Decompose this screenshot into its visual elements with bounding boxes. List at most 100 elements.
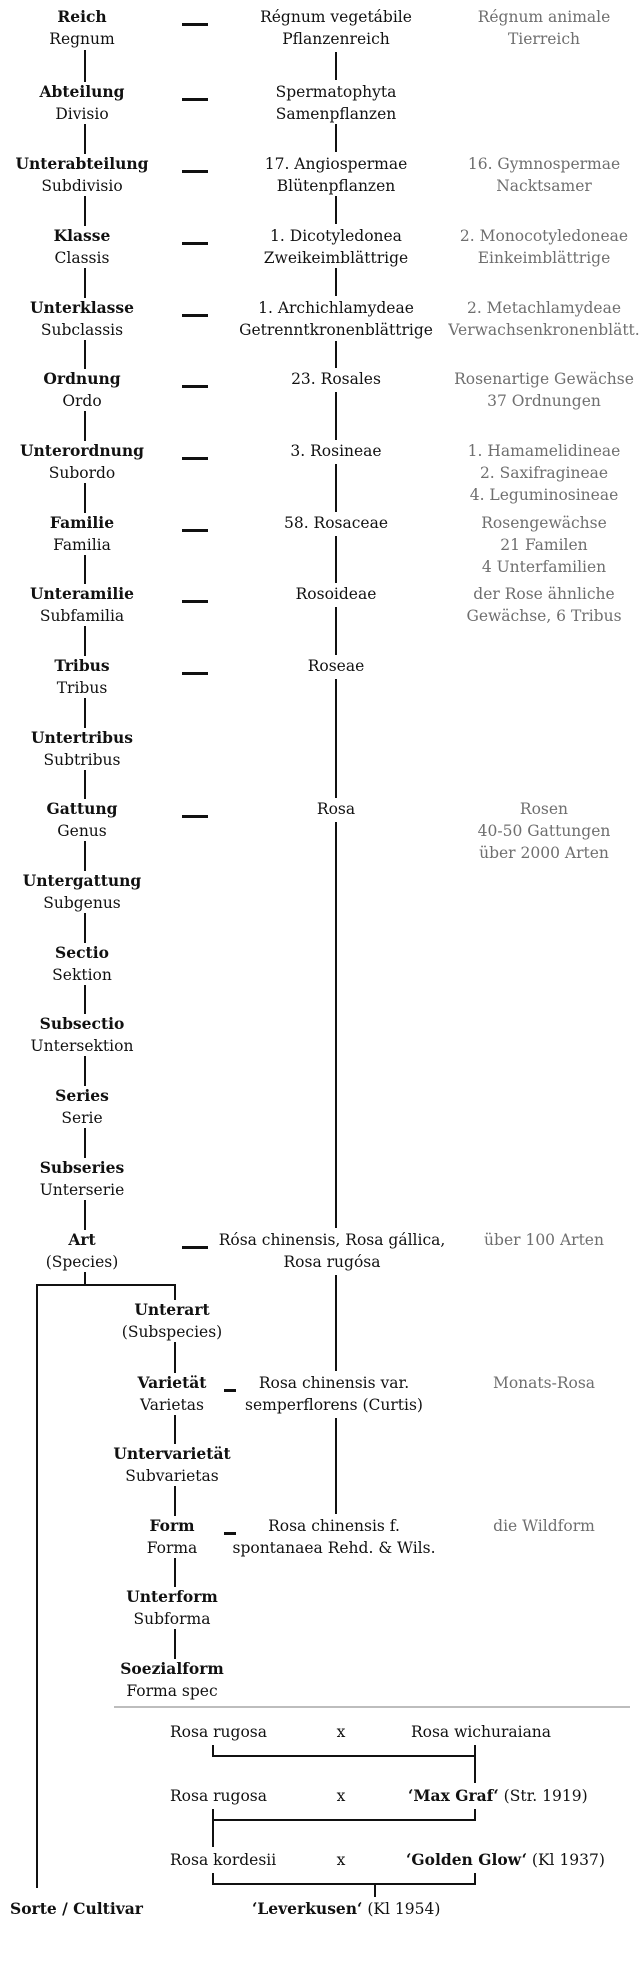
rose-path-species: Rósa chinensis, Rosa gállica, Rosa rugós… (219, 1229, 446, 1273)
rank-la: Familia (53, 536, 111, 554)
alt-classis: 2. Monocotyledoneae Einkeimblättrige (460, 225, 628, 269)
connector-line (84, 985, 86, 1014)
rose-path-forma: Rosa chinensis f. spontanaea Rehd. & Wil… (232, 1515, 435, 1559)
rank-de: Familie (49, 513, 115, 532)
rank-name-unterart: Unterart (Subspecies) (122, 1299, 222, 1343)
rank-name-untertribus: Untertribus Subtribus (31, 727, 133, 771)
rank-la: Forma spec (126, 1682, 218, 1700)
rank-name-reich: Reich Regnum (49, 6, 114, 50)
connector-line (335, 196, 337, 224)
rose-path-subdivisio: 17. Angiospermae Blütenpflanzen (265, 153, 408, 197)
connector-line (84, 841, 86, 871)
rose-path-subordo: 3. Rosineae (290, 440, 381, 462)
cross-result-leverkusen: ‘Leverkusen‘ (Kl 1954) (252, 1898, 440, 1920)
rank-la: Subclassis (40, 321, 124, 339)
alt-familia: Rosengewächse 21 Familen 4 Unterfamilien (481, 512, 607, 578)
cultivar-branch-line (36, 1284, 38, 1888)
rank-la: Serie (61, 1109, 103, 1127)
path-line: spontanaea Rehd. & Wils. (232, 1539, 436, 1557)
rank-la: Classis (54, 249, 110, 267)
path-line: Rosa chinensis f. (268, 1517, 400, 1535)
connector-line (84, 555, 86, 584)
rank-name-unterfamilie: Unteramilie Subfamilia (30, 583, 134, 627)
alt-line: Rosengewächse (481, 514, 607, 532)
connector-line (84, 483, 86, 513)
cross-bracket (212, 1883, 476, 1885)
rank-name-varietaet: Varietät Varietas (138, 1372, 207, 1416)
cross-symbol: x (336, 1851, 346, 1869)
connector-line (84, 340, 86, 369)
rank-la: Subforma (133, 1610, 211, 1628)
rank-name-gattung: Gattung Genus (47, 798, 118, 842)
connector-line (335, 392, 337, 440)
alt-line: 1. Hamamelidineae (467, 442, 621, 460)
rank-name-untergattung: Untergattung Subgenus (23, 870, 142, 914)
connector-line (174, 1342, 176, 1373)
dash-marker (182, 23, 208, 26)
rank-name-ordnung: Ordnung Ordo (43, 368, 120, 412)
alt-line: über 100 Arten (484, 1231, 604, 1249)
dash-marker (182, 385, 208, 388)
connector-line (84, 1128, 86, 1158)
alt-subfamilia: der Rose ähnliche Gewächse, 6 Tribus (466, 583, 621, 627)
rank-name-unterform: Unterform Subforma (126, 1586, 218, 1630)
cross-bracket (212, 1809, 214, 1821)
path-line: Getrenntkronenblättrige (239, 321, 433, 339)
rank-la: Forma (146, 1539, 198, 1557)
cultivar-name: ‘Max Graf‘ (408, 1786, 499, 1805)
cross-bracket (212, 1819, 476, 1821)
separator-line (114, 1706, 630, 1708)
connector-line (84, 411, 86, 441)
rank-la: Subfamilia (39, 607, 125, 625)
connector-line (174, 1486, 176, 1516)
rank-name-soezialform: Soezialform Forma spec (120, 1658, 224, 1702)
dash-marker (182, 314, 208, 317)
alt-line: 21 Familen (500, 536, 588, 554)
path-line: Zweikeimblättrige (263, 249, 409, 267)
path-line: Rosa rugósa (283, 1253, 381, 1271)
cross-bracket (474, 1809, 476, 1821)
path-line: Rosa chinensis var. (258, 1374, 410, 1392)
path-line: Rósa chinensis, Rosa gállica, (218, 1231, 446, 1249)
connector-line (84, 50, 86, 82)
rank-name-abteilung: Abteilung Divisio (39, 81, 124, 125)
rank-de: Klasse (53, 226, 111, 245)
connector-line (84, 698, 86, 728)
cultivar-name: ‘Golden Glow‘ (406, 1850, 527, 1869)
alt-regnum: Régnum animale Tierreich (478, 6, 611, 50)
rank-la: Sektion (52, 966, 112, 984)
rank-de: Ordnung (43, 369, 121, 388)
cross-parent-left: Rosa kordesii (170, 1851, 277, 1869)
alt-subdivisio: 16. Gymnospermae Nacktsamer (468, 153, 620, 197)
cross-bracket (212, 1873, 214, 1885)
connector-line (84, 770, 86, 799)
rose-path-tribus: Roseae (308, 655, 365, 677)
cross-symbol: x (336, 1723, 346, 1741)
path-line: 58. Rosaceae (283, 514, 389, 532)
rose-path-subfamilia: Rosoideae (296, 583, 377, 605)
rank-de: Unterklasse (30, 298, 134, 317)
connector-line (84, 268, 86, 298)
rank-de: Reich (57, 7, 107, 26)
rank-la: Genus (57, 822, 107, 840)
alt-line: über 2000 Arten (479, 844, 609, 862)
alt-line: 2. Monocotyledoneae (459, 227, 629, 245)
connector-line (174, 1558, 176, 1587)
connector-line (84, 124, 86, 154)
dash-marker (182, 98, 208, 101)
rank-de: Varietät (137, 1373, 207, 1392)
cross-bracket (212, 1819, 214, 1847)
alt-forma: die Wildform (493, 1515, 595, 1537)
alt-line: Rosen (519, 800, 569, 818)
rank-de: Art (68, 1230, 96, 1249)
connector-line (84, 1056, 86, 1086)
rank-de: Unterordnung (20, 441, 144, 460)
rank-de: Sectio (55, 943, 109, 962)
rank-la: Varietas (140, 1396, 204, 1414)
cultivar-name: ‘Leverkusen‘ (252, 1899, 363, 1918)
rose-path-genus: Rosa (317, 798, 355, 820)
rank-la: Unterserie (39, 1181, 125, 1199)
rank-de: Gattung (46, 799, 118, 818)
rank-name-klasse: Klasse Classis (54, 225, 111, 269)
rank-la: Subvarietas (125, 1467, 219, 1485)
